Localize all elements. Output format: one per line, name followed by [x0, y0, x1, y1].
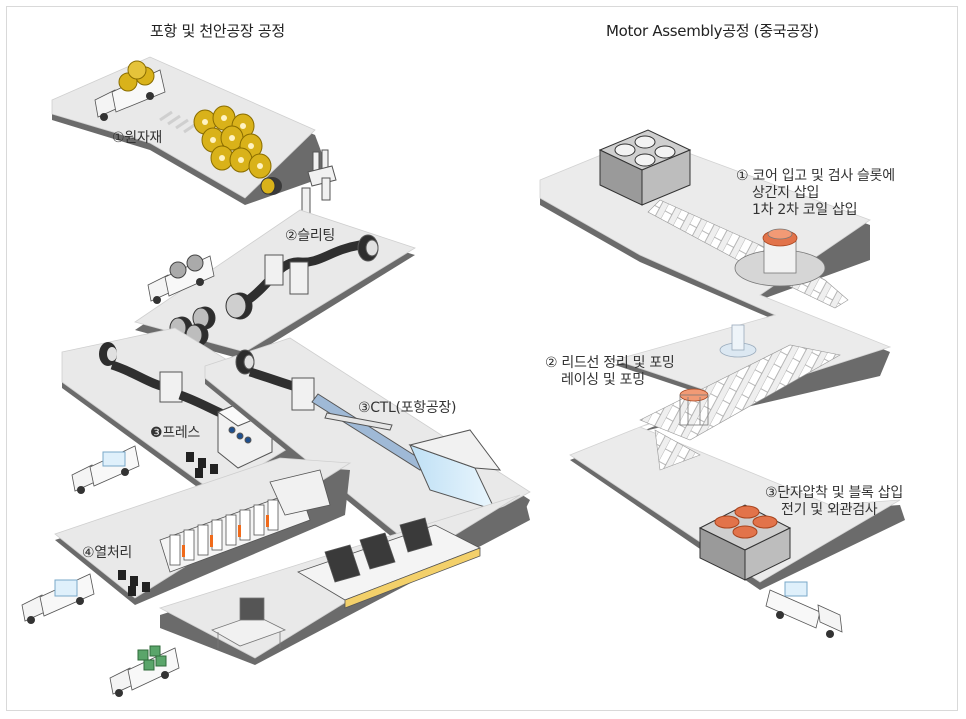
step-core-insert-label: ① 코어 입고 및 검사 슬롯에 상간지 삽입 1차 2차 코일 삽입: [736, 168, 895, 219]
step-core-insert-line-3: 1차 2차 코일 삽입: [752, 202, 858, 218]
left-section-title: 포항 및 천안공장 공정: [150, 22, 285, 40]
step-terminal-line-1: ③단자압착 및 블록 삽입: [765, 485, 903, 501]
stacking-table-icon: [297, 517, 481, 609]
step-lead-forming-line-1: ② 리드선 정리 및 포밍: [545, 355, 675, 371]
truck-icon: [109, 645, 180, 697]
core-storage-box-icon: [598, 129, 692, 206]
turntable-icon: [734, 228, 826, 287]
truck-icon: [21, 573, 95, 624]
step-slitting-label: ②슬리팅: [285, 228, 335, 244]
heat-product-stack-icon: [118, 570, 150, 596]
copper-stator-icon: [679, 388, 709, 426]
step-terminal-line-2: 전기 및 외관검사: [781, 502, 878, 518]
step-core-insert-line-2: 상간지 삽입: [752, 185, 820, 201]
ctl-line-icon: [235, 349, 502, 511]
step-heat-label: ④열처리: [82, 545, 132, 561]
gold-coil-stack-icon: [118, 60, 155, 92]
furnace-line-icon: [159, 469, 331, 573]
truck-icon: [71, 445, 140, 494]
gold-coils-icon: [193, 105, 282, 195]
step-lead-forming-label: ② 리드선 정리 및 포밍 레이싱 및 포밍: [545, 355, 675, 389]
workbench-icon: [211, 597, 287, 648]
crane-icon: [301, 149, 337, 217]
platform-raw-material: [51, 56, 330, 205]
slitter-machine-icon: [245, 234, 379, 304]
step-lead-forming-line-2: 레이싱 및 포밍: [561, 372, 645, 388]
step-ctl-label: ③CTL(포항공장): [358, 400, 457, 416]
step-terminal-label: ③단자압착 및 블록 삽입 전기 및 외관검사: [765, 485, 903, 519]
step-raw-material-label: ①원자재: [112, 130, 162, 146]
truck-icon: [147, 254, 215, 304]
press-product-stack-icon: [186, 452, 218, 478]
step-press-label: ❸프레스: [150, 425, 200, 441]
machine-icon: [719, 324, 757, 358]
finished-motor-box-icon: [698, 504, 792, 581]
diagram-frame: [6, 6, 958, 711]
platform-motor-assembly: [539, 136, 905, 590]
truck-icon: [765, 581, 843, 638]
step-core-insert-line-1: ① 코어 입고 및 검사 슬롯에: [736, 168, 895, 184]
right-section-title: Motor Assembly공정 (중국공장): [606, 22, 819, 40]
